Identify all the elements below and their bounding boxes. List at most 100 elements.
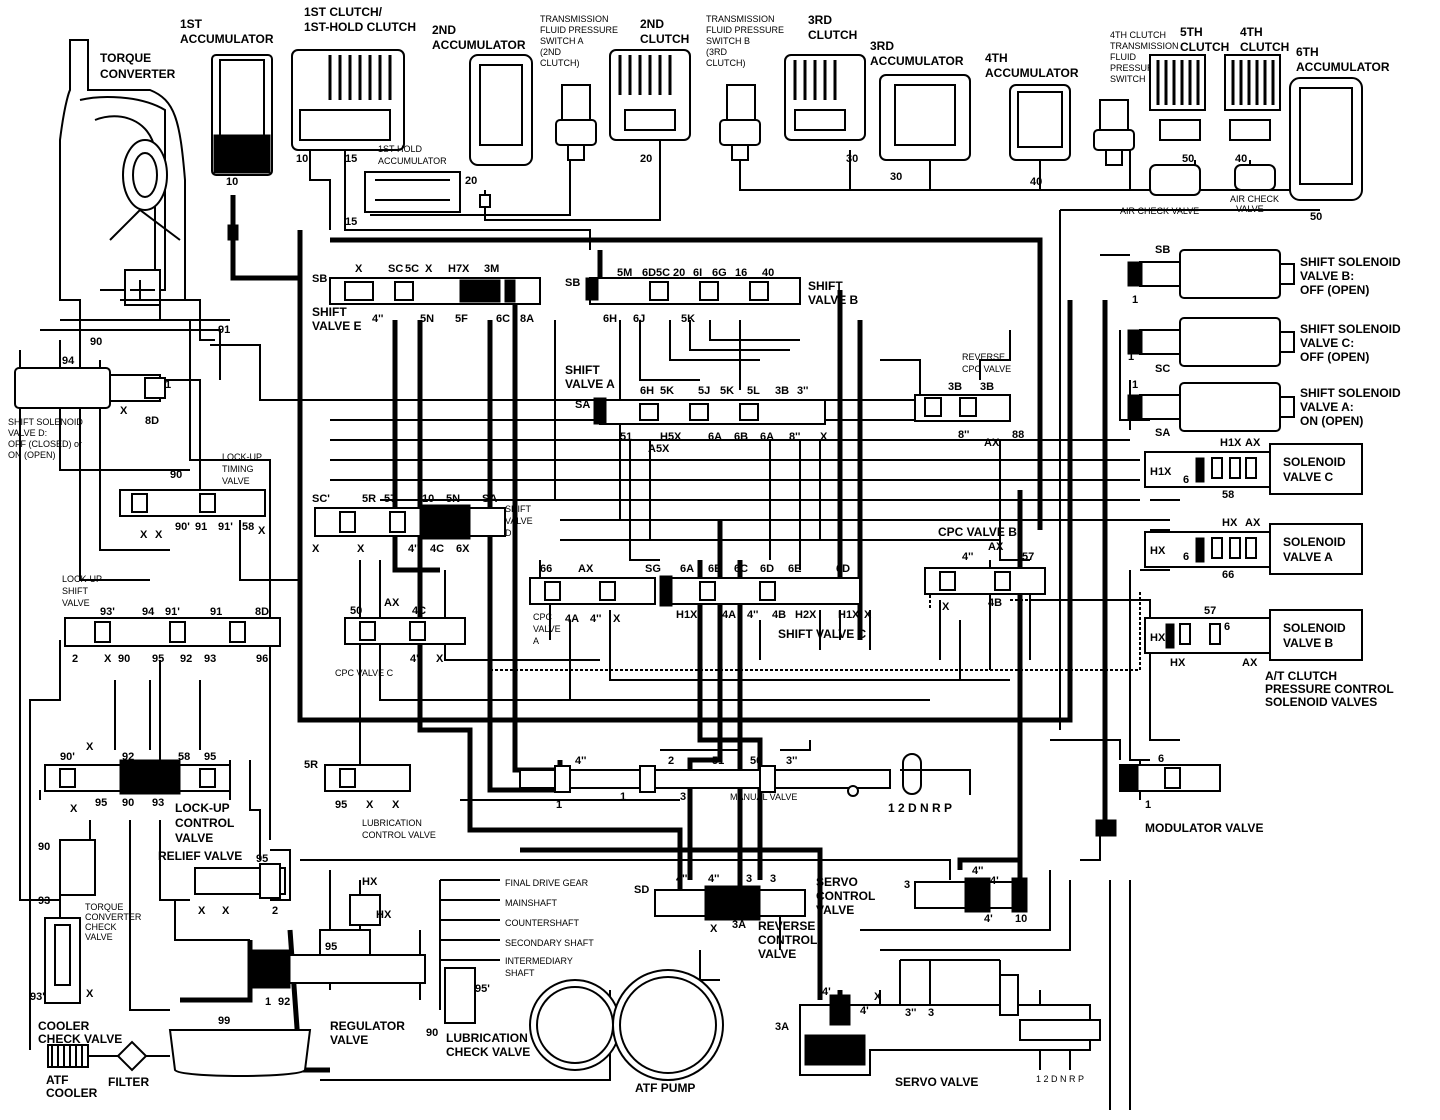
port-label: H1X	[1150, 466, 1172, 478]
port-label: 15	[345, 153, 357, 165]
port-label: 3A	[775, 1021, 789, 1033]
reverse-control-valve: SD 4'' 4'' 3 3 X 3A REVERSE CONTROL VALV…	[634, 873, 817, 961]
shift-valve-d-label: SHIFT	[505, 504, 532, 514]
accumulator-1st: 1ST ACCUMULATOR 10	[180, 17, 274, 241]
solenoid-valve-a: HX HX AX 6 66 SOLENOID VALVE A	[1144, 517, 1363, 581]
tfp-4th-label-3: FLUID	[1110, 52, 1137, 62]
torque-converter: TORQUE CONVERTER	[59, 39, 230, 341]
port-label: 20	[673, 267, 685, 279]
acc-4th-label-2: ACCUMULATOR	[985, 66, 1079, 80]
port-label: X	[425, 263, 433, 275]
port-label: 6B	[734, 431, 748, 443]
port-label: 6A	[708, 431, 722, 443]
tfp-switch-a-label-3: SWITCH A	[540, 36, 584, 46]
port-label: 66	[1222, 569, 1234, 581]
port-label: 57	[384, 493, 396, 505]
port-label: 6G	[712, 267, 727, 279]
port-label: 3A	[732, 919, 746, 931]
tfp-switch-a-label-4: (2ND	[540, 47, 562, 57]
shafts-labels: FINAL DRIVE GEAR MAINSHAFT COUNTERSHAFT …	[505, 878, 594, 978]
cpc-valve-a-label: CPC	[533, 612, 553, 622]
port-label: 50	[750, 755, 762, 767]
port-label: 5C	[656, 267, 670, 279]
sol-a-label-3: ON (OPEN)	[1300, 414, 1363, 428]
cpc-valve-a-label-2: VALVE	[533, 624, 561, 634]
clutch-4th: 4TH CLUTCH 40 AIR CHECK VALVE	[1224, 25, 1289, 214]
port-label: 95	[335, 799, 347, 811]
tfp-switch-b: TRANSMISSION FLUID PRESSURE SWITCH B (3R…	[706, 14, 784, 161]
tc-check-label-4: VALVE	[85, 932, 113, 942]
lockup-timing-label: LOCK-UP	[222, 452, 262, 462]
port-label: X	[222, 905, 230, 917]
port-label: X	[613, 613, 621, 625]
port-label: 90'	[175, 521, 190, 533]
port-label: 3B	[980, 381, 994, 393]
atf-cooler-label: ATF	[46, 1073, 68, 1087]
port-label: 4''	[575, 755, 587, 767]
torque-converter-label-2: CONVERTER	[100, 67, 176, 81]
acc-2nd-label-2: ACCUMULATOR	[432, 38, 526, 52]
port-label: 3B	[948, 381, 962, 393]
port-label: X	[198, 905, 206, 917]
port-label: 4'	[984, 913, 993, 925]
port-label: 91	[195, 521, 207, 533]
port-label: 57	[1022, 551, 1034, 563]
at-clutch-pcs-label-2: PRESSURE CONTROL	[1265, 682, 1394, 696]
port-label: H1X	[838, 609, 860, 621]
shift-valve-b-label-2: VALVE B	[808, 293, 859, 307]
port-label: SG	[645, 563, 661, 575]
relief-valve: RELIEF VALVE 95 X X 2	[158, 849, 286, 917]
port-label: 93	[38, 895, 50, 907]
port-label: 92	[278, 996, 290, 1008]
port-label: 93	[152, 797, 164, 809]
lockup-timing-label-3: VALVE	[222, 476, 250, 486]
acc-1st-label: 1ST	[180, 17, 203, 31]
port-label: 6H	[640, 385, 654, 397]
at-clutch-pcs-label-group: A/T CLUTCH PRESSURE CONTROL SOLENOID VAL…	[1265, 669, 1394, 709]
air-check-valve-label: AIR CHECK VALVE	[1120, 206, 1199, 216]
acc-1st-hold-label: 1ST-HOLD	[378, 144, 423, 154]
port-label: 6	[1158, 753, 1164, 765]
shift-solenoid-b: SB 1 SHIFT SOLENOID VALVE B: OFF (OPEN)	[1127, 244, 1401, 306]
clutch-5th-label-2: CLUTCH	[1180, 40, 1229, 54]
port-label: X	[140, 529, 148, 541]
acc-1st-label-2: ACCUMULATOR	[180, 32, 274, 46]
clutch-2nd-label-2: CLUTCH	[640, 32, 689, 46]
port-label: SC	[388, 263, 403, 275]
tfp-switch-b-label: TRANSMISSION	[706, 14, 775, 24]
port-label: 4''	[372, 313, 384, 325]
port-label: 3''	[905, 1007, 917, 1019]
servo-valve: 4' X 4' 3'' 3 3A SERVO VALVE 1 2 D N R P	[775, 974, 1101, 1089]
cooler-check-label-2: CHECK VALVE	[38, 1032, 122, 1046]
port-label: 6	[1183, 551, 1189, 563]
torque-converter-check-valve: 90 93 93' X TORQUE CONVERTER CHECK VALVE	[30, 839, 142, 1004]
port-label: AX	[984, 437, 1000, 449]
servo-control-label: SERVO	[816, 875, 858, 889]
tfp-4th-label-4: PRESSURE	[1110, 63, 1160, 73]
port-label: 40	[762, 267, 774, 279]
port-label: 1	[1132, 294, 1138, 306]
port-label: 6E	[788, 563, 801, 575]
tfp-4th-label: 4TH CLUTCH	[1110, 30, 1166, 40]
clutch-3rd-label: 3RD	[808, 13, 832, 27]
cpc-valve-b-label: CPC VALVE B	[938, 525, 1017, 539]
shaft-label: SHAFT	[505, 968, 535, 978]
port-label: 16	[735, 267, 747, 279]
port-label: HX	[1222, 517, 1238, 529]
port-label: SC	[1155, 363, 1170, 375]
tc-check-label-3: CHECK	[85, 922, 117, 932]
port-label: 6A	[680, 563, 694, 575]
port-label: X	[70, 803, 78, 815]
lockup-shift-label: LOCK-UP	[62, 574, 102, 584]
solenoid-valve-a-label-2: VALVE A	[1283, 550, 1333, 564]
port-label: X	[820, 431, 828, 443]
atf-pump-label: ATF PUMP	[635, 1081, 695, 1095]
port-label: 3B	[775, 385, 789, 397]
port-label: 6X	[456, 543, 470, 555]
reverse-cpc-valve: REVERSE CPC VALVE 3B 3B 8'' AX 88	[914, 352, 1024, 449]
lockup-control-valve: 90' X 92 58 95 X 95 90 93 LOCK-UP CONTRO…	[44, 741, 234, 845]
servo-control-label-2: CONTROL	[816, 889, 875, 903]
reverse-cpc-label-2: CPC VALVE	[962, 364, 1011, 374]
sol-a-label-2: VALVE A:	[1300, 400, 1354, 414]
port-label: X	[312, 543, 320, 555]
